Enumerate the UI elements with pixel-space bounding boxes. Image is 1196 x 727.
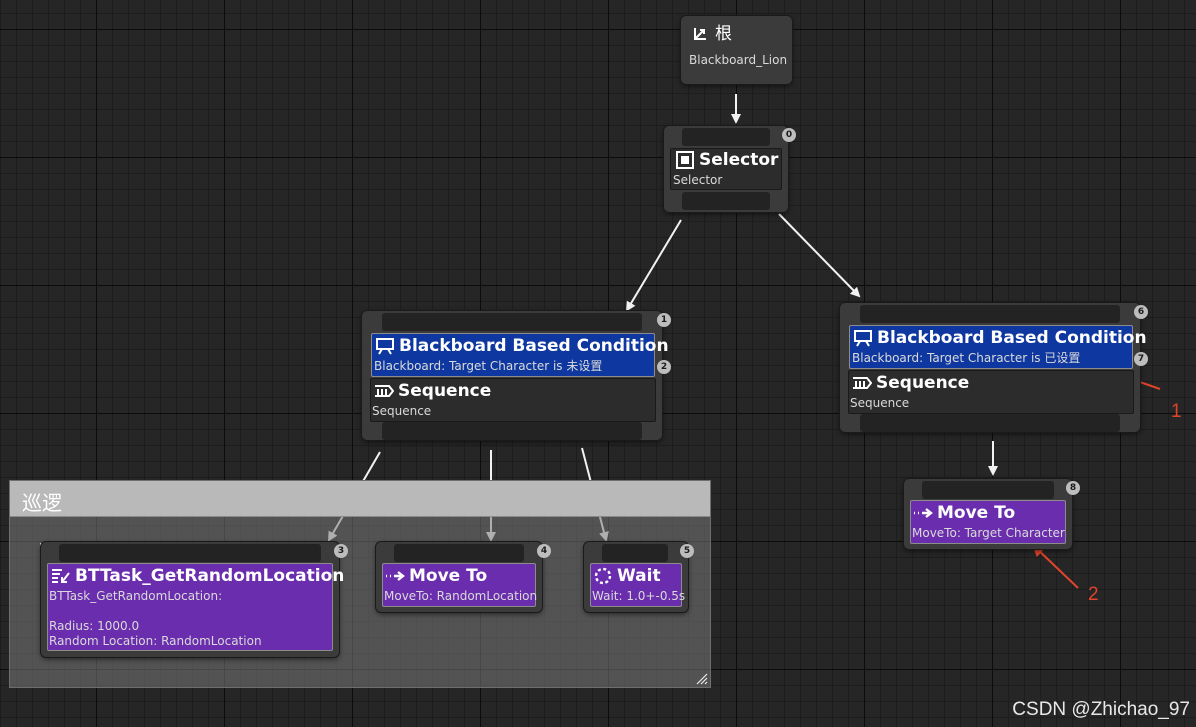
execution-index-badge: 4 bbox=[537, 544, 551, 558]
output-pin[interactable] bbox=[860, 414, 1120, 432]
sequence-title: Sequence bbox=[876, 373, 970, 393]
execution-index-badge: 0 bbox=[782, 128, 796, 142]
decorator-title: Blackboard Based Condition bbox=[877, 328, 1147, 348]
composite-sequence[interactable]: Sequence Sequence bbox=[848, 370, 1134, 414]
output-pin[interactable] bbox=[682, 192, 770, 210]
task-subtitle: Wait: 1.0+-0.5s bbox=[592, 589, 686, 603]
task-list-icon bbox=[51, 567, 71, 585]
annotation-arrow-2 bbox=[1032, 544, 1079, 589]
wire-selector-to-right bbox=[778, 213, 861, 298]
composite-sequence[interactable]: Sequence Sequence bbox=[370, 378, 656, 422]
task-subtitle: BTTask_GetRandomLocation: bbox=[49, 589, 223, 603]
task-subtitle: MoveTo: RandomLocation bbox=[384, 589, 538, 603]
task-wait-body: Wait Wait: 1.0+-0.5s bbox=[590, 563, 686, 607]
root-subtitle: Blackboard_Lion bbox=[689, 53, 788, 67]
left-sequence-node[interactable]: Blackboard Based Condition Blackboard: T… bbox=[362, 311, 669, 440]
task-move-to-target[interactable]: Move To MoveTo: Target Character bbox=[904, 479, 1072, 549]
move-to-icon bbox=[913, 504, 933, 522]
input-pin[interactable] bbox=[922, 481, 1054, 499]
task-title: Wait bbox=[617, 566, 661, 586]
right-sequence-node[interactable]: Blackboard Based Condition Blackboard: T… bbox=[840, 303, 1147, 432]
input-pin[interactable] bbox=[382, 313, 642, 331]
annotation-label-1: 1 bbox=[1171, 401, 1182, 422]
task-random-location: Random Location: RandomLocation bbox=[49, 634, 262, 648]
comment-title: 巡逻 bbox=[22, 491, 62, 515]
decorator-subtitle: Blackboard: Target Character is 未设置 bbox=[374, 359, 603, 373]
execution-index-badge: 3 bbox=[334, 544, 348, 558]
task-get-random-location[interactable]: BTTask_GetRandomLocation BTTask_GetRando… bbox=[41, 542, 344, 657]
selector-body: Selector Selector bbox=[670, 148, 782, 190]
execution-index-badge: 5 bbox=[680, 544, 694, 558]
blackboard-icon bbox=[853, 329, 873, 347]
comment-header[interactable] bbox=[10, 481, 710, 517]
decorator-blackboard-condition[interactable]: Blackboard Based Condition Blackboard: T… bbox=[849, 325, 1147, 369]
decorator-blackboard-condition[interactable]: Blackboard Based Condition Blackboard: T… bbox=[371, 333, 669, 377]
sequence-title: Sequence bbox=[398, 381, 492, 401]
execution-index-badge: 1 bbox=[657, 313, 671, 327]
input-pin[interactable] bbox=[682, 128, 770, 146]
watermark: CSDN @Zhichao_97 bbox=[1012, 699, 1190, 720]
input-pin[interactable] bbox=[394, 544, 524, 562]
selector-title: Selector bbox=[699, 150, 779, 170]
task-subtitle: MoveTo: Target Character bbox=[912, 526, 1065, 540]
execution-index-badge: 2 bbox=[657, 360, 671, 374]
sequence-subtitle: Sequence bbox=[372, 404, 432, 418]
output-pin[interactable] bbox=[382, 422, 642, 440]
task-wait[interactable]: Wait Wait: 1.0+-0.5s bbox=[584, 542, 688, 612]
selector-node[interactable]: Selector Selector bbox=[664, 126, 788, 212]
task-title: Move To bbox=[937, 503, 1016, 523]
execution-index-badge: 7 bbox=[1134, 352, 1148, 366]
task-move-to-target-body: Move To MoveTo: Target Character bbox=[910, 500, 1066, 544]
input-pin[interactable] bbox=[602, 544, 668, 562]
execution-index-badge: 6 bbox=[1134, 305, 1148, 319]
wait-icon bbox=[593, 567, 613, 585]
task-get-random-location-body: BTTask_GetRandomLocation BTTask_GetRando… bbox=[47, 563, 344, 651]
task-radius: Radius: 1000.0 bbox=[49, 619, 140, 633]
input-pin[interactable] bbox=[860, 305, 1120, 323]
sequence-icon bbox=[374, 382, 394, 400]
move-to-icon bbox=[385, 567, 405, 585]
sequence-subtitle: Sequence bbox=[850, 396, 910, 410]
annotation-label-2: 2 bbox=[1088, 584, 1099, 605]
execution-index-badge: 8 bbox=[1066, 481, 1080, 495]
wire-selector-to-left bbox=[625, 219, 682, 312]
blackboard-icon bbox=[375, 337, 395, 355]
selector-icon bbox=[675, 151, 695, 169]
resize-handle-icon[interactable] bbox=[696, 673, 708, 685]
selector-subtitle: Selector bbox=[673, 173, 723, 187]
root-node-body: 根 Blackboard_Lion bbox=[685, 20, 788, 72]
task-move-to-random-body: Move To MoveTo: RandomLocation bbox=[382, 563, 538, 607]
decorator-title: Blackboard Based Condition bbox=[399, 336, 669, 356]
root-node[interactable]: 根 Blackboard_Lion bbox=[681, 16, 792, 84]
root-icon bbox=[691, 25, 711, 43]
decorator-subtitle: Blackboard: Target Character is 已设置 bbox=[852, 351, 1081, 365]
task-title: BTTask_GetRandomLocation bbox=[75, 566, 345, 586]
task-move-to-random[interactable]: Move To MoveTo: RandomLocation bbox=[376, 542, 542, 612]
task-title: Move To bbox=[409, 566, 488, 586]
sequence-icon bbox=[852, 374, 872, 392]
root-title: 根 bbox=[715, 24, 732, 44]
input-pin[interactable] bbox=[59, 544, 321, 562]
